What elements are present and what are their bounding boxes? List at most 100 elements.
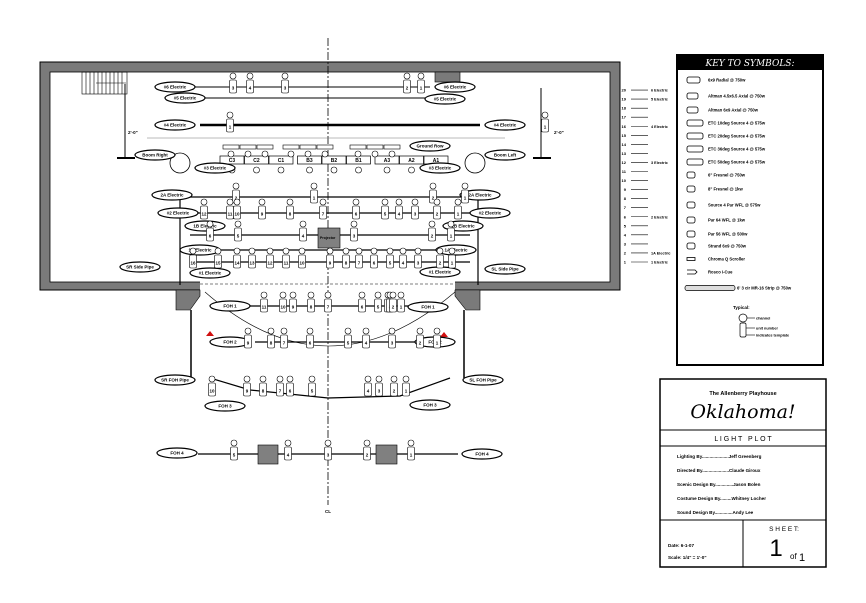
position-label-text: FOH 3 — [423, 403, 437, 408]
unit-number: 6 — [361, 305, 364, 310]
channel-circle — [350, 220, 358, 228]
instrument-body — [200, 205, 208, 220]
cyc-cell-label: C1 — [278, 158, 285, 164]
instrument-body — [541, 118, 549, 133]
unit-number: 1 — [451, 261, 454, 266]
instrument-body — [282, 254, 290, 269]
icue-icon — [687, 269, 698, 275]
instrument-body — [402, 382, 410, 397]
channel-circle — [259, 375, 267, 383]
instrument: 4 — [284, 439, 292, 461]
instrument: 11 — [282, 247, 290, 269]
typical-channel-circle — [738, 313, 748, 323]
unit-number: 4 — [398, 212, 401, 217]
channel-circle — [208, 375, 216, 383]
scale-number: 20 — [622, 88, 627, 93]
instrument: 7 — [324, 291, 332, 313]
scale-row-14: 14 — [622, 142, 648, 147]
channel-circle — [307, 291, 315, 299]
instrument-body — [370, 254, 378, 269]
instrument-body — [436, 254, 444, 269]
wall-notch — [434, 71, 461, 83]
unit-number: 1 — [410, 453, 413, 458]
instrument-body — [324, 446, 332, 461]
proscenium-opening — [200, 281, 455, 291]
channel-circle — [362, 327, 370, 335]
instrument: 10 — [279, 291, 287, 313]
channel-circle — [408, 166, 415, 174]
position-label-foh3-l: FOH 3 — [204, 400, 246, 412]
scale-mark-label: 1 Electric — [651, 261, 668, 265]
key-item: 6' 3 cir MR-16 Strip @ 750w — [684, 285, 792, 291]
channel-circle — [355, 247, 363, 255]
unit-number: 11 — [284, 261, 289, 266]
instrument: 3 — [375, 375, 383, 397]
pipe-foh3 — [209, 377, 451, 399]
cyc-cell-label: B2 — [331, 158, 338, 164]
instrument-body — [286, 382, 294, 397]
instrument: 5 — [308, 375, 316, 397]
channel-circle — [436, 247, 444, 255]
instrument-body — [244, 334, 252, 349]
unit-number: 10 — [234, 212, 240, 217]
channel-circle — [298, 247, 306, 255]
instrument-body — [206, 227, 214, 242]
credit-line: Directed By.....................Claude G… — [677, 468, 761, 473]
instrument: 8 — [259, 375, 267, 397]
plot-scale: Scale: 1/4" = 1'-0" — [668, 555, 707, 560]
channel-circle — [253, 166, 260, 174]
channel-circle — [230, 439, 238, 447]
instrument: 3 — [324, 439, 332, 461]
instrument: 3 — [411, 198, 419, 220]
instrument: 2 — [389, 291, 397, 313]
instrument-body — [355, 254, 363, 269]
instrument: 6 — [206, 220, 214, 242]
unit-number: 6 — [355, 212, 358, 217]
unit-number: 5 — [384, 212, 387, 217]
instrument-body — [214, 254, 222, 269]
channel-circle — [200, 198, 208, 206]
unit-number: 7 — [283, 341, 286, 346]
instrument-symbol-icon — [686, 185, 696, 193]
instrument-symbol-icon — [686, 171, 696, 179]
instrument-body — [259, 382, 267, 397]
unit-number: 1 — [420, 86, 423, 91]
scale-number: 16 — [622, 124, 627, 129]
cyc-cell-label: B3 — [306, 158, 313, 164]
instrument: 5 — [344, 327, 352, 349]
instrument: 3 — [350, 220, 358, 242]
scale-row-13: 13 — [622, 151, 648, 156]
cyc-cell-label: C3 — [229, 158, 236, 164]
sheet-total: 1 — [799, 552, 805, 564]
unit-number: 4 — [402, 261, 405, 266]
instrument-symbol-icon — [686, 230, 696, 238]
channel-circle — [364, 375, 372, 383]
scale-number: 19 — [622, 97, 627, 102]
instrument: 7 — [276, 375, 284, 397]
position-label-text: SL Side Pipe — [491, 267, 519, 272]
channel-circle — [417, 72, 425, 80]
cyc-cell-label: B1 — [355, 158, 362, 164]
instrument-body — [414, 254, 422, 269]
scale-mark-label: 3 Electric — [651, 161, 668, 165]
instrument-body — [362, 334, 370, 349]
instrument: 6 — [358, 291, 366, 313]
key-item-label: ETC 20deg Source 4 @ 575w — [708, 134, 766, 139]
instrument-body — [310, 189, 318, 204]
instrument-body — [381, 205, 389, 220]
channel-circle — [355, 166, 362, 174]
channel-circle — [286, 375, 294, 383]
scroller-icon — [686, 257, 696, 261]
channel-circle — [397, 291, 405, 299]
scale-row-3: 3 — [624, 241, 648, 246]
instrument: 5 — [386, 247, 394, 269]
instrument: 9 — [289, 291, 297, 313]
position-label-foh4-r: FOH 4 — [461, 448, 503, 460]
position-label-electric5-l: #5 Electric — [164, 92, 206, 104]
instrument-body — [281, 79, 289, 94]
instrument-body — [267, 334, 275, 349]
scale-row-10: 10 — [622, 178, 648, 183]
scale-mark-label: 1A Electric — [651, 251, 671, 255]
